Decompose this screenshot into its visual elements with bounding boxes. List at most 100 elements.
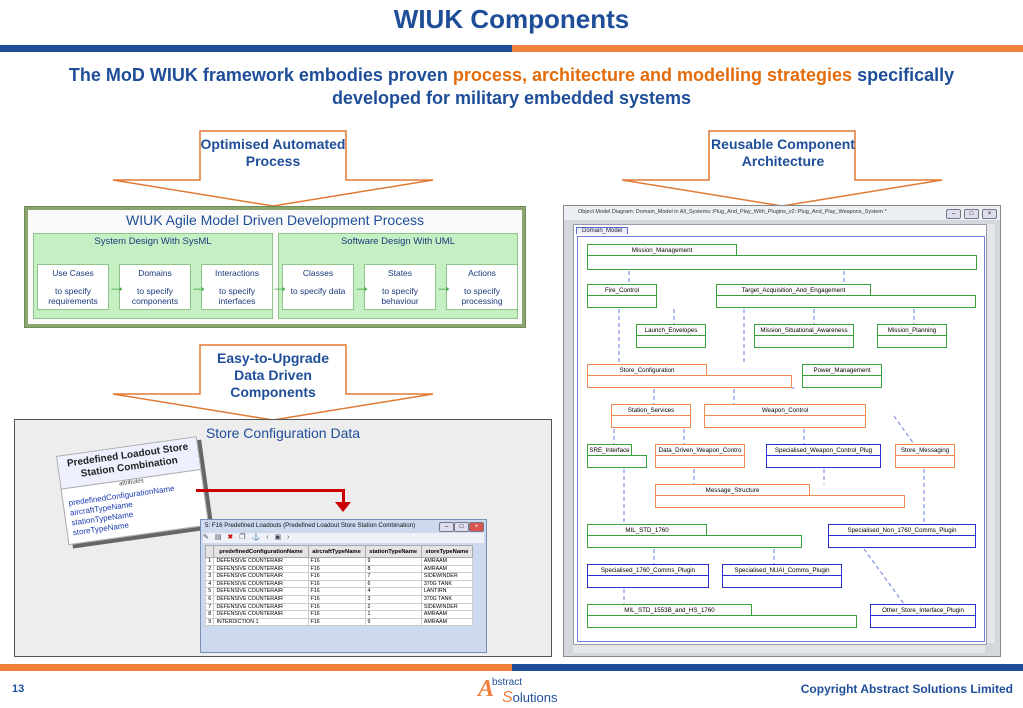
class-station-services[interactable]: Station_Services [611, 404, 691, 428]
class-mission-situational-awareness[interactable]: Mission_Situational_Awareness [754, 324, 854, 348]
table-cell[interactable]: DEFENSIVE COUNTERAIR [213, 587, 309, 596]
table-cell[interactable]: 1 [204, 557, 215, 566]
store-config-title: Store Configuration Data [205, 425, 361, 441]
table-cell[interactable]: SIDEWINDER [420, 602, 474, 612]
table-cell[interactable]: INTERDICTION 1 [213, 617, 309, 627]
table-cell[interactable]: DEFENSIVE COUNTERAIR [213, 594, 309, 604]
class-launch-envelopes[interactable]: Launch_Envelopes [636, 324, 706, 348]
class-store-messaging[interactable]: Store_Messaging [895, 444, 955, 468]
class-specialised-1760[interactable]: Specialised_1760_Comms_Plugin [587, 564, 709, 588]
table-cell[interactable]: 2 [364, 602, 422, 612]
table-cell[interactable]: 5 [204, 587, 215, 596]
maximize-button[interactable]: □ [454, 522, 469, 532]
maximize-button[interactable]: □ [964, 209, 979, 219]
class-body [587, 535, 802, 548]
class-data-driven-weapon-control[interactable]: Data_Driven_Weapon_Contro [655, 444, 745, 468]
class-power-management[interactable]: Power_Management [802, 364, 882, 388]
table-cell[interactable]: 7 [364, 572, 422, 581]
table-cell[interactable]: DEFENSIVE COUNTERAIR [213, 572, 309, 581]
diagram-tab[interactable]: Domain_Model [576, 227, 629, 234]
table-cell[interactable]: F16 [307, 587, 366, 596]
table-cell[interactable]: AMRAAM [420, 610, 474, 619]
table-cell[interactable]: F16 [307, 610, 366, 619]
table-cell[interactable]: 2 [204, 564, 215, 574]
table-cell[interactable]: 7 [204, 602, 215, 612]
forward-icon[interactable]: › [287, 534, 292, 541]
class-other-store-interface[interactable]: Other_Store_Interface_Plugin [870, 604, 976, 628]
vertical-scrollbar[interactable] [987, 224, 995, 643]
table-cell[interactable]: 9 [364, 557, 422, 566]
table-cell[interactable]: F16 [307, 617, 366, 627]
table-cell[interactable]: 4 [364, 587, 422, 596]
minimize-button[interactable]: – [946, 209, 961, 219]
table-cell[interactable]: AMRAAM [420, 557, 474, 566]
anchor-icon[interactable]: ⚓ [251, 534, 263, 541]
class-sre-interface[interactable]: SRE_Interface [587, 444, 647, 468]
class-specialised-nuai[interactable]: Specialised_NUAI_Comms_Plugin [722, 564, 842, 588]
class-specialised-weapon-control[interactable]: Specialised_Weapon_Control_Plug [766, 444, 881, 468]
class-mission-planning[interactable]: Mission_Planning [877, 324, 947, 348]
table-cell[interactable]: 6 [364, 579, 422, 589]
table-cell[interactable]: 8 [204, 610, 215, 619]
back-icon[interactable]: ‹ [266, 534, 271, 541]
table-cell[interactable]: F16 [307, 602, 366, 612]
table-cell[interactable]: 8 [364, 564, 422, 574]
table-cell[interactable]: SIDEWINDER [420, 572, 474, 581]
table-cell[interactable]: AMRAAM [420, 617, 474, 627]
edit-icon[interactable]: ✎ [203, 534, 211, 541]
copy-icon[interactable]: ❐ [239, 534, 248, 541]
table-cell[interactable]: 370G TANK [420, 594, 474, 604]
minimize-button[interactable]: – [439, 522, 454, 532]
class-mil-std-1553b[interactable]: MIL_STD_1553B_and_HS_1760 [587, 604, 857, 628]
table-cell[interactable]: AMRAAM [420, 564, 474, 574]
table-cell[interactable]: DEFENSIVE COUNTERAIR [213, 602, 309, 612]
close-button[interactable]: × [982, 209, 997, 219]
table-cell[interactable]: 6 [204, 594, 215, 604]
class-mil-std-1760[interactable]: MIL_STD_1760 [587, 524, 802, 548]
class-message-structure[interactable]: Message_Structure [655, 484, 905, 508]
table-column-header[interactable] [204, 545, 215, 558]
table-cell[interactable]: F16 [307, 572, 366, 581]
class-specialised-non-1760[interactable]: Specialised_Non_1760_Comms_Plugin [828, 524, 976, 548]
table-cell[interactable]: F16 [307, 594, 366, 604]
abstract-solutions-logo: A bstract Solutions [478, 676, 558, 706]
table-column-header[interactable]: stationTypeName [364, 545, 422, 558]
table-cell[interactable]: F16 [307, 564, 366, 574]
table-cell[interactable]: LANTIRN [420, 587, 474, 596]
print-icon[interactable]: ▤ [214, 534, 224, 541]
class-store-configuration[interactable]: Store_Configuration [587, 364, 792, 388]
class-target-acquisition[interactable]: Target_Acquisition_And_Engagement [716, 284, 976, 308]
save-icon[interactable]: ▣ [274, 534, 284, 541]
table-cell[interactable]: 9 [204, 617, 215, 627]
close-button[interactable]: × [469, 522, 484, 532]
table-cell[interactable]: 3 [364, 594, 422, 604]
table-cell[interactable]: 9 [364, 617, 422, 627]
table-cell[interactable]: 1 [364, 610, 422, 619]
table-column-header[interactable]: predefinedConfigurationName [213, 545, 309, 558]
horizontal-scrollbar[interactable] [573, 645, 985, 653]
table-column-header[interactable]: storeTypeName [420, 545, 474, 558]
table-cell[interactable]: DEFENSIVE COUNTERAIR [213, 557, 309, 566]
class-fire-control[interactable]: Fire_Control [587, 284, 657, 308]
table-cell[interactable]: DEFENSIVE COUNTERAIR [213, 564, 309, 574]
table-column-header[interactable]: aircraftTypeName [307, 545, 366, 558]
table-cell[interactable]: F16 [307, 557, 366, 566]
table-cell[interactable]: 370G TANK [420, 579, 474, 589]
table-cell[interactable]: DEFENSIVE COUNTERAIR [213, 610, 309, 619]
delete-icon[interactable]: ✖ [227, 534, 236, 541]
table-cell[interactable]: 4 [204, 579, 215, 589]
table-cell[interactable]: DEFENSIVE COUNTERAIR [213, 579, 309, 589]
table-cell[interactable]: 3 [204, 572, 215, 581]
class-mission-management[interactable]: Mission_Management [587, 244, 977, 270]
class-weapon-control[interactable]: Weapon_Control [704, 404, 866, 428]
table-cell[interactable]: F16 [307, 579, 366, 589]
